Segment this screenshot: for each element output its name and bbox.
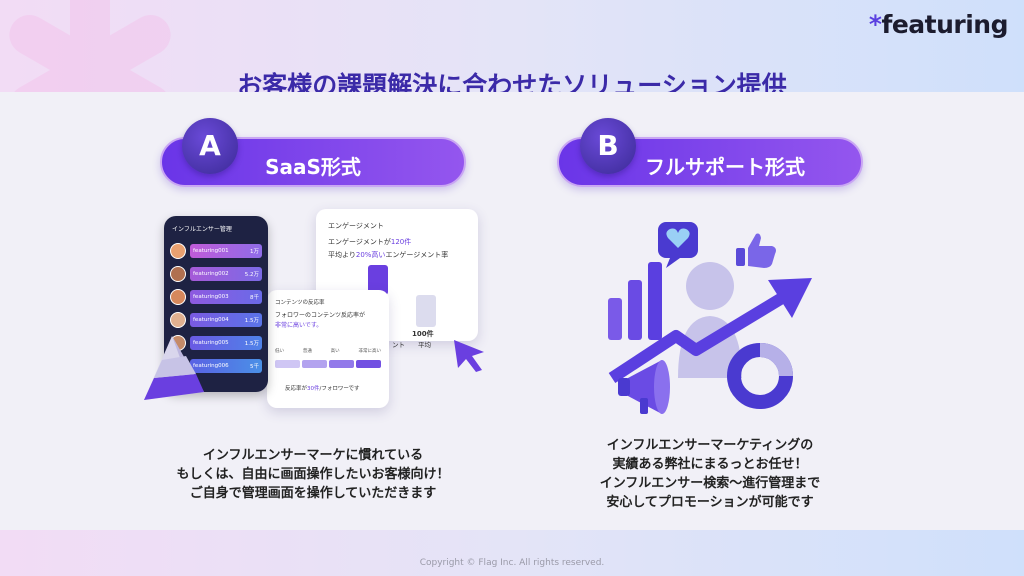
influencer-phone-mockup: インフルエンサー管理 featuring001 1万 featuring002 5.… [164,216,268,392]
influencer-value: 5.2万 [244,272,259,278]
plan-b-desc-line-1: インフルエンサーマーケティングの [606,438,814,453]
plan-b-badge: B [580,118,636,174]
cursor-icon [454,340,484,372]
avatar [170,289,186,305]
engagement-line-1-prefix: エンゲージメントが [328,238,391,246]
reaction-scale-bar [275,360,381,368]
reaction-footer: 反応率が30件/フォロワーです [285,384,360,392]
scale-segment-2 [302,360,327,368]
thumbs-up-icon [736,233,776,268]
heart-bubble-icon [658,222,698,268]
plan-a-badge: A [182,118,238,174]
engagement-bar-caption: 平均 [418,341,431,349]
engagement-line-2-highlight: 20%高い [355,251,386,259]
logo-mark: * [868,10,882,39]
reaction-footer-prefix: 反応率が [285,386,308,392]
influencer-row: featuring002 5.2万 [170,264,262,284]
scale-segment-1 [275,360,300,368]
reaction-footer-suffix: /フォロワーです [319,386,360,392]
plan-b-description: インフルエンサーマーケティングの 実績ある弊社にまるっとお任せ！ インフルエンサ… [557,436,863,512]
plan-b-label: フルサポート形式 [645,155,805,179]
scale-very-high: 非常に高い [358,349,381,354]
donut-chart-icon [727,343,793,409]
reaction-footer-highlight: 30件 [307,386,320,392]
influencer-value: 1.5万 [244,341,259,347]
logo-text: featuring [881,10,1008,39]
influencer-name: featuring002 [193,271,229,277]
influencer-row: featuring003 8千 [170,287,262,307]
influencer-value: 8千 [250,295,259,301]
avatar [170,312,186,328]
plan-b-desc-line-3: インフルエンサー検索〜進行管理まで [599,476,821,491]
avatar [170,266,186,282]
scale-high: 高い [330,349,340,354]
influencer-bar: featuring005 1.5万 [190,336,262,350]
scale-low: 低い [275,349,284,354]
megaphone-icon [618,360,670,414]
growth-arrow-icon [608,292,786,384]
plan-a-desc-line-2: もしくは、自由に画面操作したいお客様向け！ [176,467,450,482]
engagement-bar-average [416,295,436,327]
influencer-name: featuring006 [193,363,229,369]
avatar [170,243,186,259]
reaction-scale-labels: 低い 普通 高い 非常に高い [275,348,381,354]
plan-b-desc-line-2: 実績ある弊社にまるっとお任せ！ [612,457,808,472]
plan-b-desc-line-4: 安心してプロモーションが可能です [606,495,814,510]
growth-bars-icon [608,262,662,340]
influencer-bar: featuring004 1.5万 [190,313,262,327]
influencer-row: featuring004 1.5万 [170,310,262,330]
copyright-footer: Copyright © Flag Inc. All rights reserve… [419,558,605,568]
scale-segment-3 [329,360,354,368]
plan-a-desc-line-1: インフルエンサーマーケに慣れている [202,448,424,463]
engagement-bar-main [368,265,388,295]
influencer-name: featuring001 [193,248,229,254]
influencer-bar: featuring006 5千 [190,359,262,373]
phone-title: インフルエンサー管理 [172,226,232,233]
influencer-bar: featuring002 5.2万 [190,267,262,281]
influencer-name: featuring004 [193,317,229,323]
scale-segment-4 [356,360,381,368]
engagement-line-2-suffix: エンゲージメント率 [385,251,449,259]
growth-illustration [608,222,812,414]
reaction-line-1: フォロワーのコンテンツ反応率が [275,312,366,319]
influencer-bar: featuring003 8千 [190,290,262,304]
influencer-value: 1万 [250,249,259,255]
plan-a-desc-line-3: ご自身で管理画面を操作していただきます [189,486,437,501]
reaction-card-title: コンテンツの反応率 [275,300,325,306]
engagement-card: エンゲージメント エンゲージメントが120件 平均より20%高いエンゲージメント… [316,209,478,349]
engagement-bar-partial-caption: ント [392,341,405,349]
scale-normal: 普通 [302,349,312,354]
engagement-card-title: エンゲージメント [328,222,384,230]
influencer-row: featuring005 1.5万 [170,333,262,353]
plan-a-description: インフルエンサーマーケに慣れている もしくは、自由に画面操作したいお客様向け！ … [160,446,466,503]
engagement-line-1-highlight: 120件 [390,238,412,246]
engagement-line-2-prefix: 平均より [328,251,356,259]
engagement-line-2: 平均より20%高いエンゲージメント率 [328,250,448,260]
content-panel [0,92,1024,530]
growth-arrowhead [768,278,812,318]
engagement-line-1: エンゲージメントが120件 [328,237,411,247]
influencer-value: 1.5万 [244,318,259,324]
influencer-name: featuring005 [193,340,229,346]
influencer-value: 5千 [250,364,259,370]
brand-logo[interactable]: *featuring [868,10,1009,39]
influencer-row: featuring001 1万 [170,241,262,261]
engagement-bar-value: 100件 [412,330,434,338]
reaction-card: コンテンツの反応率 フォロワーのコンテンツ反応率が 非常に高いです。 低い 普通… [267,290,389,408]
plan-a-label: SaaS形式 [265,155,361,179]
influencer-bar: featuring001 1万 [190,244,262,258]
influencer-name: featuring003 [193,294,229,300]
pyramid-icon [144,336,204,400]
reaction-line-2: 非常に高いです。 [275,322,323,329]
plan-a-pill: SaaS形式 [160,137,466,187]
